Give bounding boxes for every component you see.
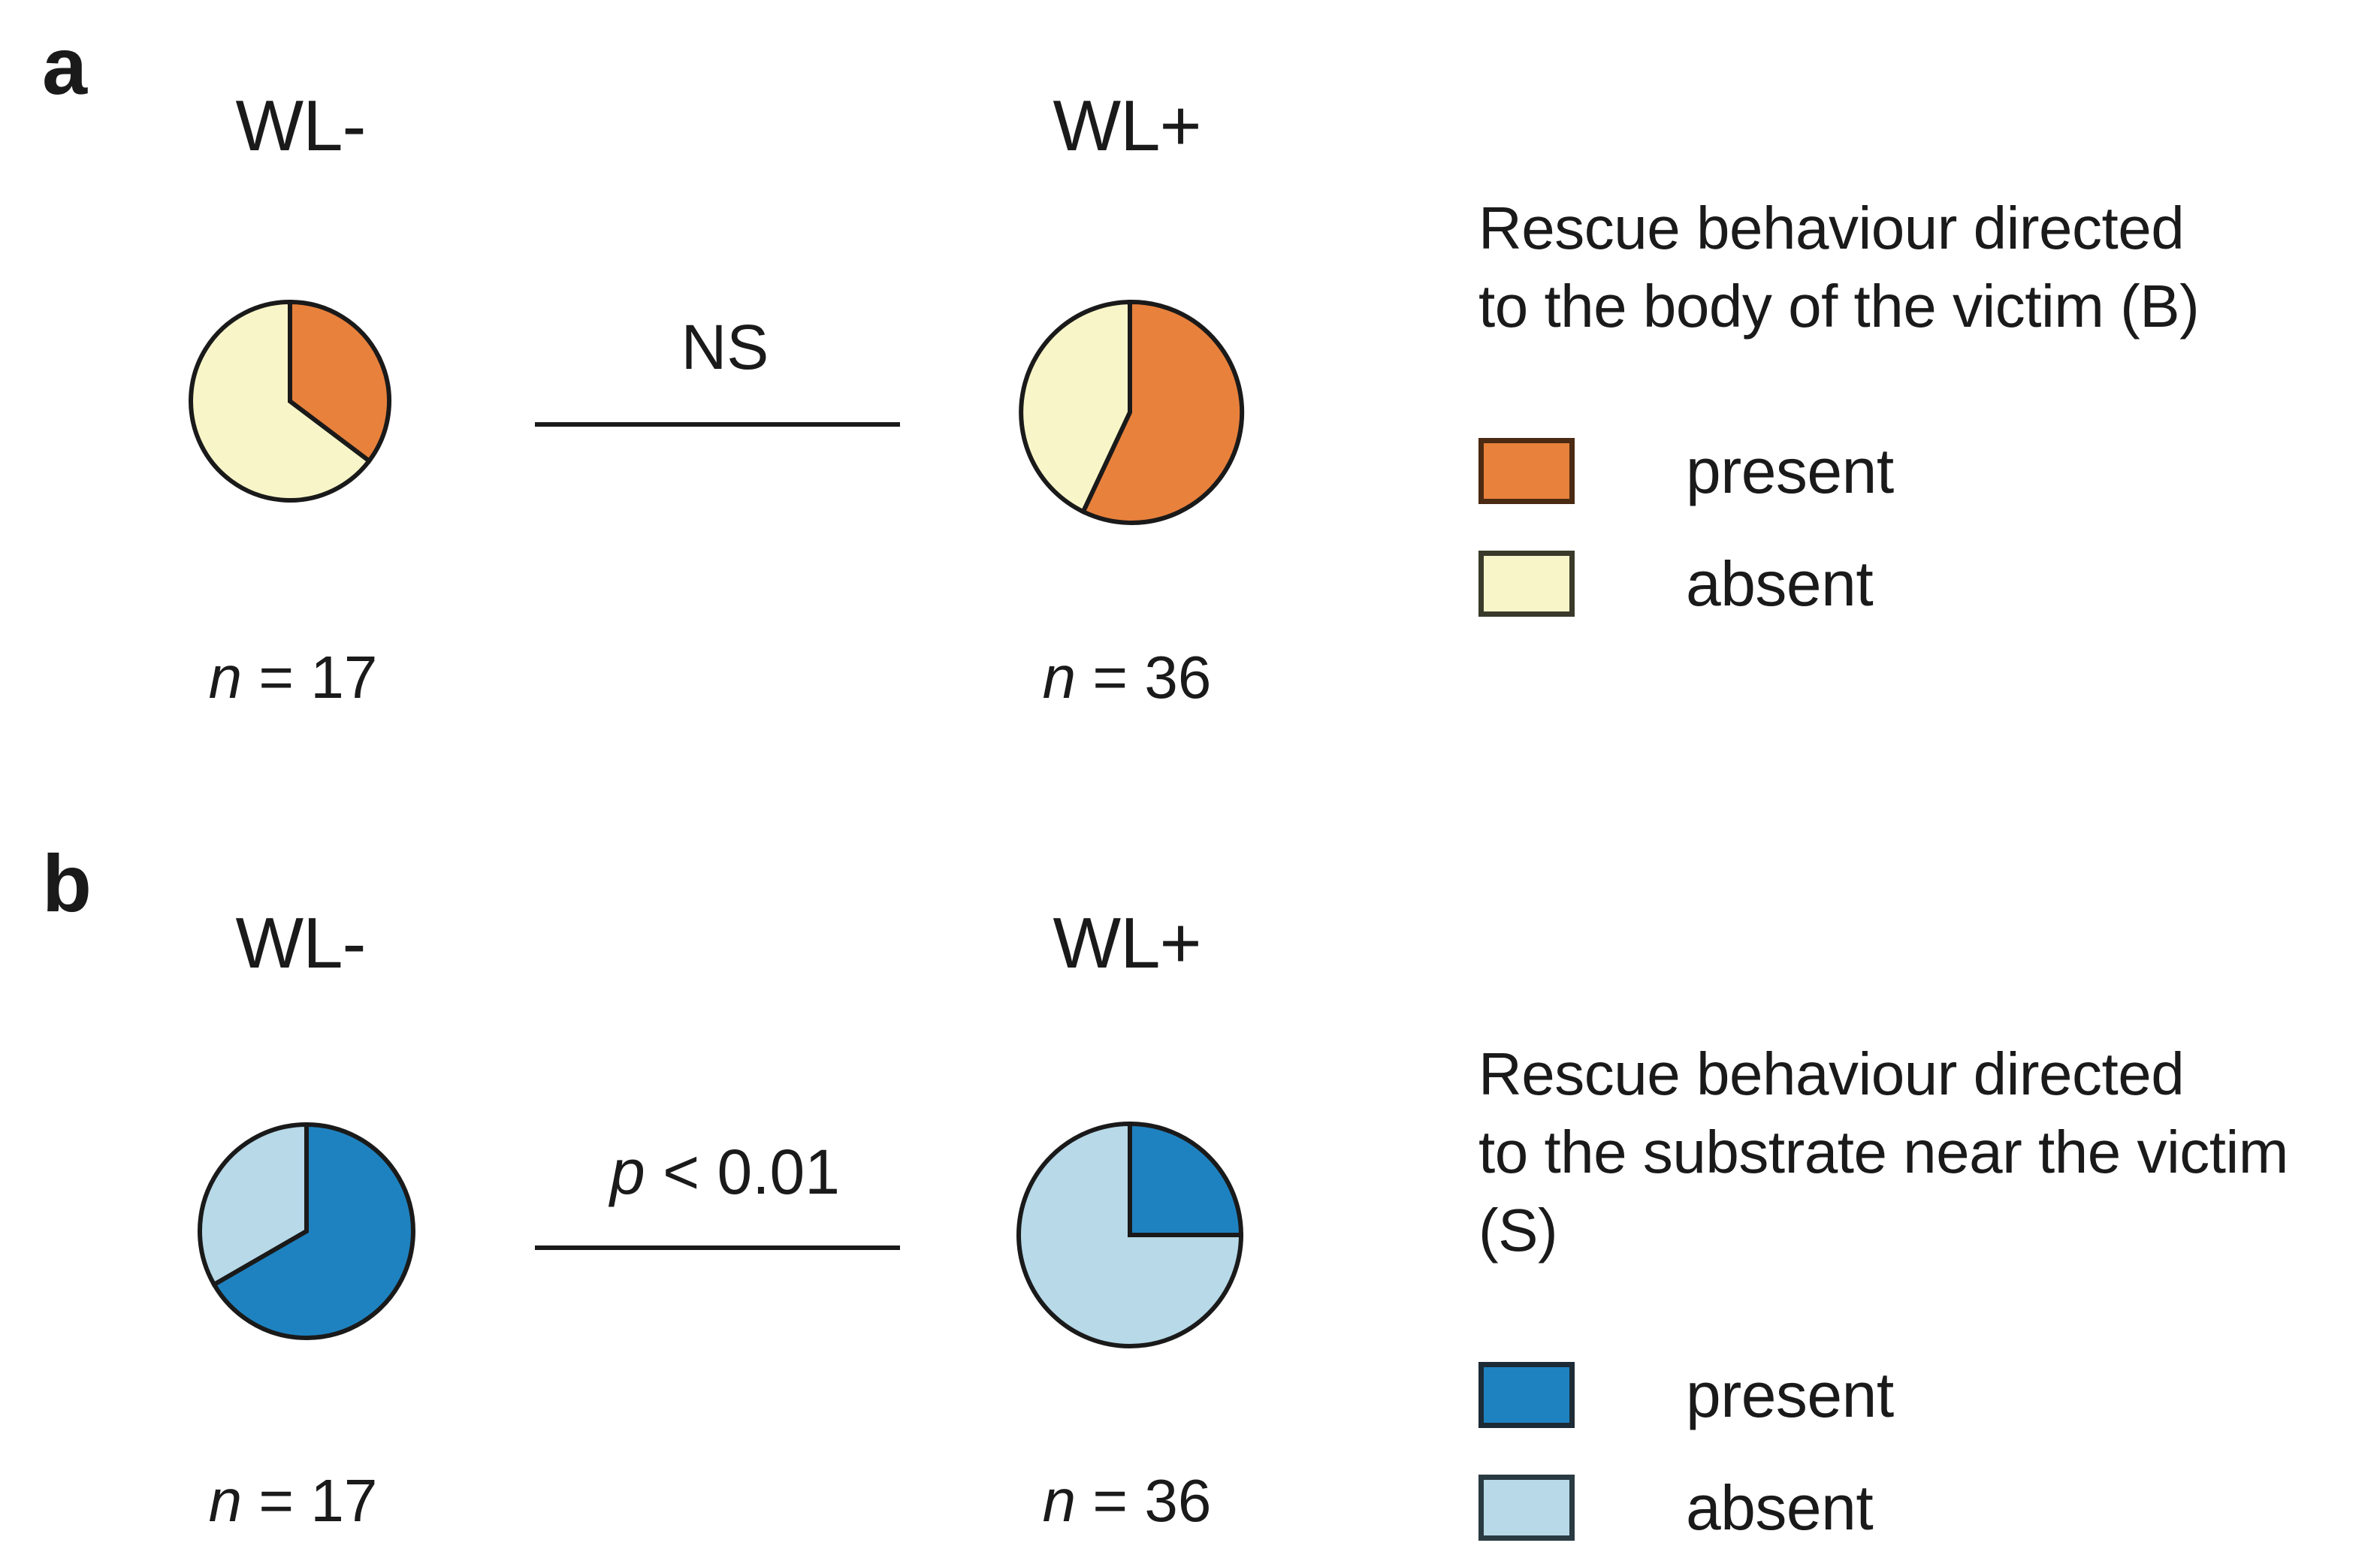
n-value: 17 (310, 1467, 378, 1534)
legend-label-a-present: present (1686, 436, 1894, 506)
legend-label-b-present: present (1686, 1360, 1894, 1430)
legend-swatch-absent-icon (1478, 551, 1575, 617)
group-title-b-wl-minus: WL- (235, 903, 367, 983)
legend-item-a-present[interactable]: present (1478, 415, 2365, 527)
pie-slice-a-wl-plus-present (1080, 299, 1245, 525)
pie-slice-a-wl-plus-absent (1019, 299, 1132, 515)
pie-slice-a-wl-minus-absent (189, 299, 373, 503)
panel-label-b: b (42, 838, 92, 928)
pie-slice-b-wl-minus-present (210, 1122, 415, 1340)
group-title-a-wl-minus: WL- (235, 86, 367, 166)
legend-label-b-absent: absent (1686, 1472, 1874, 1543)
pie-chart-a-wl-minus (188, 299, 392, 503)
legend-items-a: present absent (1478, 415, 2365, 640)
legend-title-a: Rescue behaviour directed to the body of… (1478, 195, 2200, 340)
legend-title-b: Rescue behaviour directed to the substra… (1478, 1040, 2288, 1264)
sample-size-b-wl-plus: n = 36 (939, 1471, 1315, 1531)
legend-panel-a: Rescue behaviour directed to the body of… (1478, 189, 2365, 640)
n-value: 36 (1144, 644, 1212, 711)
n-value: 36 (1144, 1467, 1212, 1534)
n-equals: = (1076, 644, 1145, 711)
significance-label-a: NS (485, 316, 965, 379)
legend-item-b-present[interactable]: present (1478, 1339, 2372, 1451)
pie-chart-a-wl-plus (1016, 299, 1245, 526)
panel-label-a: a (42, 20, 87, 111)
legend-swatch-absent-icon (1478, 1475, 1575, 1541)
legend-swatch-present-icon (1478, 1362, 1575, 1428)
sample-size-a-wl-plus: n = 36 (939, 648, 1315, 708)
n-symbol: n (208, 644, 243, 711)
sample-size-a-wl-minus: n = 17 (105, 648, 481, 708)
n-value: 17 (310, 644, 378, 711)
n-equals: = (242, 644, 311, 711)
sample-size-b-wl-minus: n = 17 (105, 1471, 481, 1531)
legend-swatch-present-icon (1478, 438, 1575, 504)
n-symbol: n (208, 1467, 243, 1534)
legend-items-b: present absent (1478, 1339, 2372, 1564)
legend-item-b-absent[interactable]: absent (1478, 1451, 2372, 1564)
n-equals: = (242, 1467, 311, 1534)
significance-text-a: NS (681, 312, 769, 382)
legend-label-a-absent: absent (1686, 548, 1874, 619)
n-symbol: n (1042, 1467, 1077, 1534)
pie-slice-a-wl-minus-present (288, 299, 392, 464)
legend-panel-b: Rescue behaviour directed to the substra… (1478, 1035, 2372, 1564)
comparison-connector-b (535, 1245, 900, 1250)
group-title-a-wl-plus: WL+ (1053, 86, 1201, 166)
pie-slice-b-wl-plus-present (1128, 1121, 1244, 1237)
significance-italic-b: p (610, 1137, 663, 1207)
significance-label-b: p < 0.01 (485, 1140, 965, 1203)
pie-chart-b-wl-minus (197, 1122, 416, 1341)
n-symbol: n (1042, 644, 1077, 711)
comparison-connector-a (535, 422, 900, 427)
pie-chart-b-wl-plus (1016, 1121, 1244, 1349)
n-equals: = (1076, 1467, 1145, 1534)
legend-item-a-absent[interactable]: absent (1478, 527, 2365, 640)
group-title-b-wl-plus: WL+ (1053, 903, 1201, 983)
significance-text-b: < 0.01 (663, 1137, 840, 1207)
